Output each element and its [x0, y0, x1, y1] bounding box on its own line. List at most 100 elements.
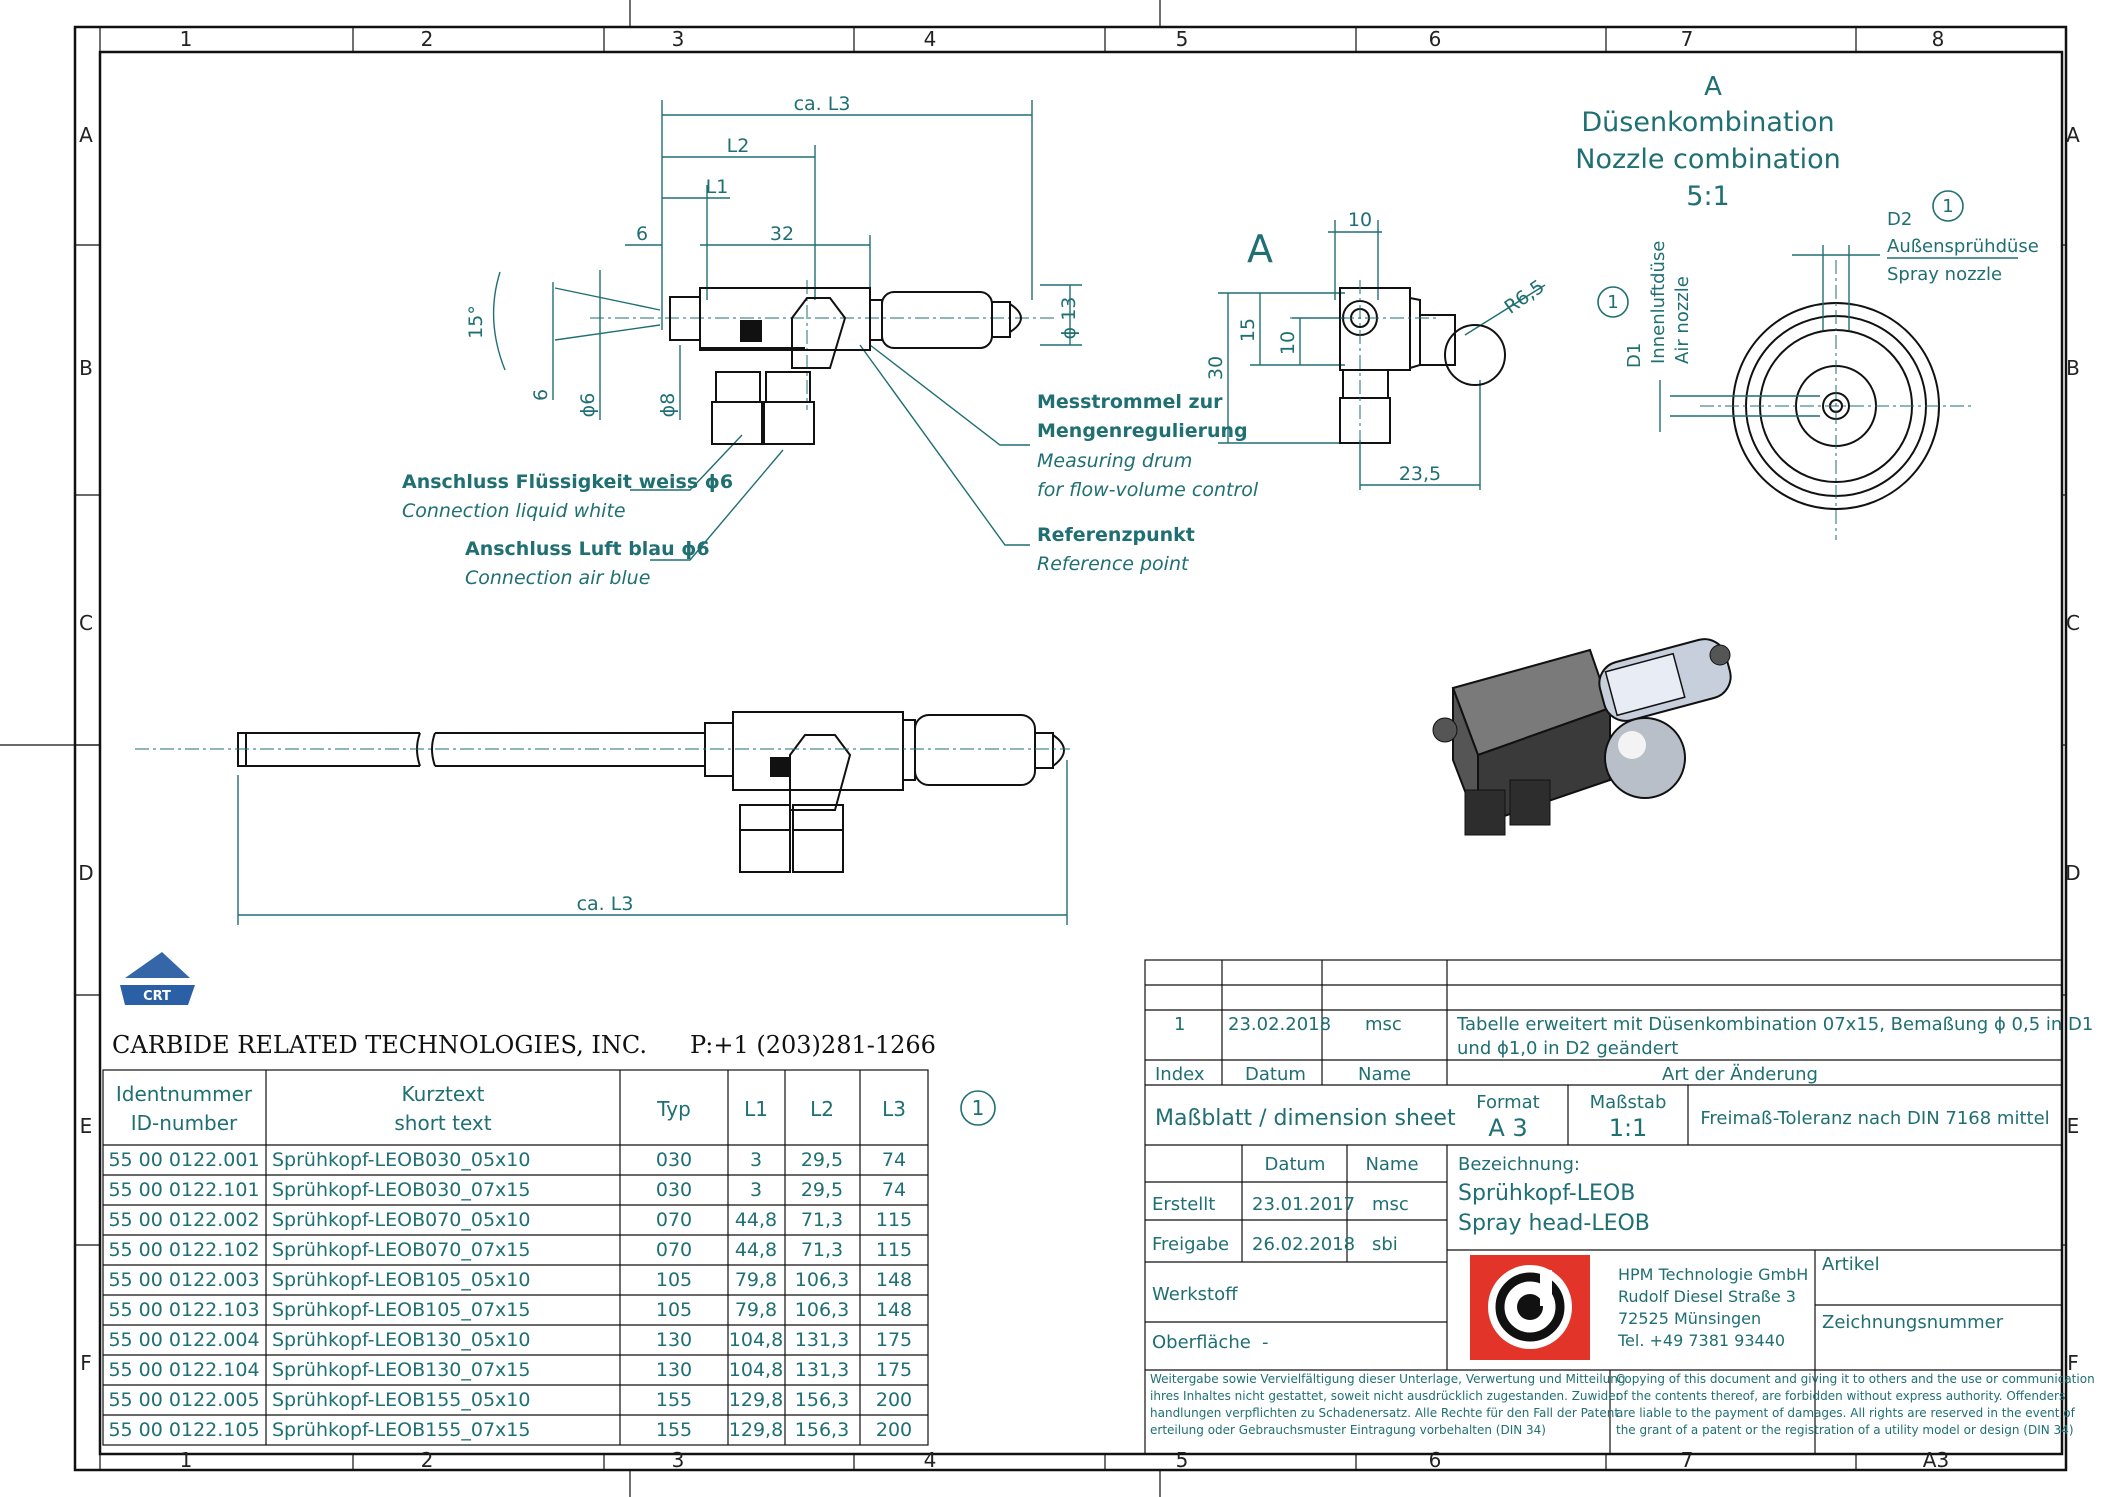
zone-row-label: F [2067, 1351, 2079, 1375]
dim-235: 23,5 [1399, 463, 1441, 485]
detail-scale: 5:1 [1686, 181, 1729, 212]
date-header: Datum [1265, 1154, 1326, 1175]
detail-title-en: Nozzle combination [1575, 144, 1840, 175]
table-cell-id: 55 00 0122.001 [108, 1149, 259, 1171]
table-cell-typ: 105 [656, 1269, 692, 1291]
table-cell-typ: 130 [656, 1329, 692, 1351]
rev-name: msc [1365, 1014, 1402, 1035]
company-phone: P:+1 (203)281-1266 [690, 1031, 936, 1059]
hpm-address: 72525 Münsingen [1618, 1309, 1761, 1328]
zone-row-label: E [2067, 1114, 2080, 1138]
released-label: Freigabe [1152, 1234, 1229, 1255]
zone-col-label: 3 [672, 27, 685, 51]
table-cell-l3: 74 [882, 1179, 906, 1201]
balloon-number: 1 [1607, 292, 1618, 313]
dim-6b: 6 [530, 389, 552, 401]
zone-col-label: 7 [1681, 27, 1694, 51]
table-cell-id: 55 00 0122.002 [108, 1209, 259, 1231]
dim-phi13: ϕ 13 [1058, 297, 1080, 340]
zone-col-label: 2 [421, 27, 434, 51]
sheet-type: Maßblatt / dimension sheet [1155, 1106, 1456, 1131]
view-letter-a: A [1247, 227, 1273, 271]
zone-col-label: A3 [1923, 1448, 1949, 1472]
zone-row-label: A [2066, 123, 2080, 147]
zone-ticks [75, 27, 2066, 1470]
zone-col-label: 1 [180, 1448, 193, 1472]
table-cell-id: 55 00 0122.103 [108, 1299, 259, 1321]
article-label: Artikel [1822, 1254, 1880, 1275]
dim-15deg: 15° [465, 305, 487, 339]
zone-row-label: F [80, 1351, 92, 1375]
table-cell-l3: 148 [876, 1269, 912, 1291]
table-cell-l3: 115 [876, 1239, 912, 1261]
copyright-de: erteilung oder Gebrauchsmuster Eintragun… [1150, 1423, 1546, 1437]
table-cell-l1: 44,8 [735, 1239, 777, 1261]
callout-drum-en: Measuring drum [1037, 450, 1192, 472]
zone-row-label: D [78, 861, 93, 885]
format-label: Format [1476, 1092, 1539, 1113]
table-cell-id: 55 00 0122.102 [108, 1239, 259, 1261]
crt-logo: CRT [120, 952, 195, 1005]
hpm-logo [1470, 1255, 1590, 1360]
zone-row-label: D [2065, 861, 2080, 885]
released-date: 26.02.2018 [1252, 1234, 1355, 1255]
copyright-de: ihres Inhaltes nicht gestattet, soweit n… [1150, 1389, 1621, 1403]
balloon-table [960, 1090, 996, 1126]
detail-inner-en: Air nozzle [1672, 276, 1693, 364]
callout-drum-de: Messtrommel zur [1037, 391, 1223, 413]
zone-row-label: B [2066, 356, 2080, 380]
dim-32: 32 [770, 223, 794, 245]
dim-r65: R6,5 [1500, 276, 1548, 319]
material-label: Werkstoff [1152, 1284, 1238, 1305]
balloon-number: 1 [1942, 196, 1953, 217]
top-view: ca. L3 L2 L1 6 32 15° 6 ϕ6 ϕ8 ϕ 13 Messt… [402, 93, 1259, 589]
table-cell-typ: 130 [656, 1359, 692, 1381]
detail-a: A Düsenkombination Nozzle combination 5:… [1575, 72, 2039, 540]
rev-text: Tabelle erweitert mit Düsenkombination 0… [1456, 1014, 2093, 1035]
zone-col-label: 3 [672, 1448, 685, 1472]
crt-logo-text: CRT [143, 989, 171, 1004]
col-header-l3: L3 [882, 1097, 906, 1121]
designation-label: Bezeichnung: [1458, 1154, 1580, 1175]
copyright-de: Weitergabe sowie Vervielfältigung dieser… [1150, 1372, 1626, 1386]
balloon-number: 1 [972, 1096, 985, 1120]
col-header-typ: Typ [656, 1097, 691, 1121]
rev-date: 23.02.2018 [1228, 1014, 1331, 1035]
table-cell-text: Sprühkopf-LEOB130_07x15 [272, 1359, 530, 1381]
table-cell-id: 55 00 0122.105 [108, 1419, 259, 1441]
zone-col-label: 7 [1681, 1448, 1694, 1472]
copyright-en: Copying of this document and giving it t… [1616, 1372, 2095, 1386]
dim-phi6: ϕ6 [577, 393, 599, 418]
dim-10: 10 [1348, 209, 1372, 231]
table-cell-l2: 71,3 [801, 1209, 843, 1231]
hpm-address: Tel. +49 7381 93440 [1617, 1331, 1785, 1350]
table-cell-typ: 070 [656, 1209, 692, 1231]
copyright-en: of the contents thereof, are forbidden w… [1616, 1389, 2065, 1403]
table-cell-text: Sprühkopf-LEOB105_07x15 [272, 1299, 530, 1321]
col-header-short: Kurztext [402, 1082, 485, 1106]
table-cell-id: 55 00 0122.104 [108, 1359, 259, 1381]
long-view: ca. L3 [135, 711, 1070, 925]
table-cell-l1: 79,8 [735, 1269, 777, 1291]
surface-label: Oberfläche [1152, 1332, 1251, 1353]
parts-table: Identnummer ID-number Kurztext short tex… [102, 1069, 996, 1446]
dim-l1: L1 [706, 176, 729, 198]
callout-air-de: Anschluss Luft blau ϕ6 [465, 538, 710, 560]
table-cell-l1: 44,8 [735, 1209, 777, 1231]
zone-col-label: 5 [1176, 1448, 1189, 1472]
callout-liquid-en: Connection liquid white [402, 500, 626, 522]
name-header: Name [1365, 1154, 1418, 1175]
dim-30: 30 [1205, 356, 1227, 380]
table-cell-l2: 29,5 [801, 1149, 843, 1171]
dim-ca-l3: ca. L3 [794, 93, 851, 115]
detail-letter: A [1704, 72, 1722, 102]
col-header-short: short text [394, 1111, 491, 1135]
table-cell-l1: 129,8 [729, 1389, 783, 1411]
table-cell-l1: 3 [750, 1149, 762, 1171]
table-cell-typ: 155 [656, 1389, 692, 1411]
table-cell-text: Sprühkopf-LEOB130_05x10 [272, 1329, 530, 1351]
table-cell-l1: 3 [750, 1179, 762, 1201]
hpm-address: HPM Technologie GmbH [1618, 1265, 1808, 1284]
surface-value: - [1262, 1332, 1269, 1353]
hpm-marker-icon [770, 757, 790, 777]
